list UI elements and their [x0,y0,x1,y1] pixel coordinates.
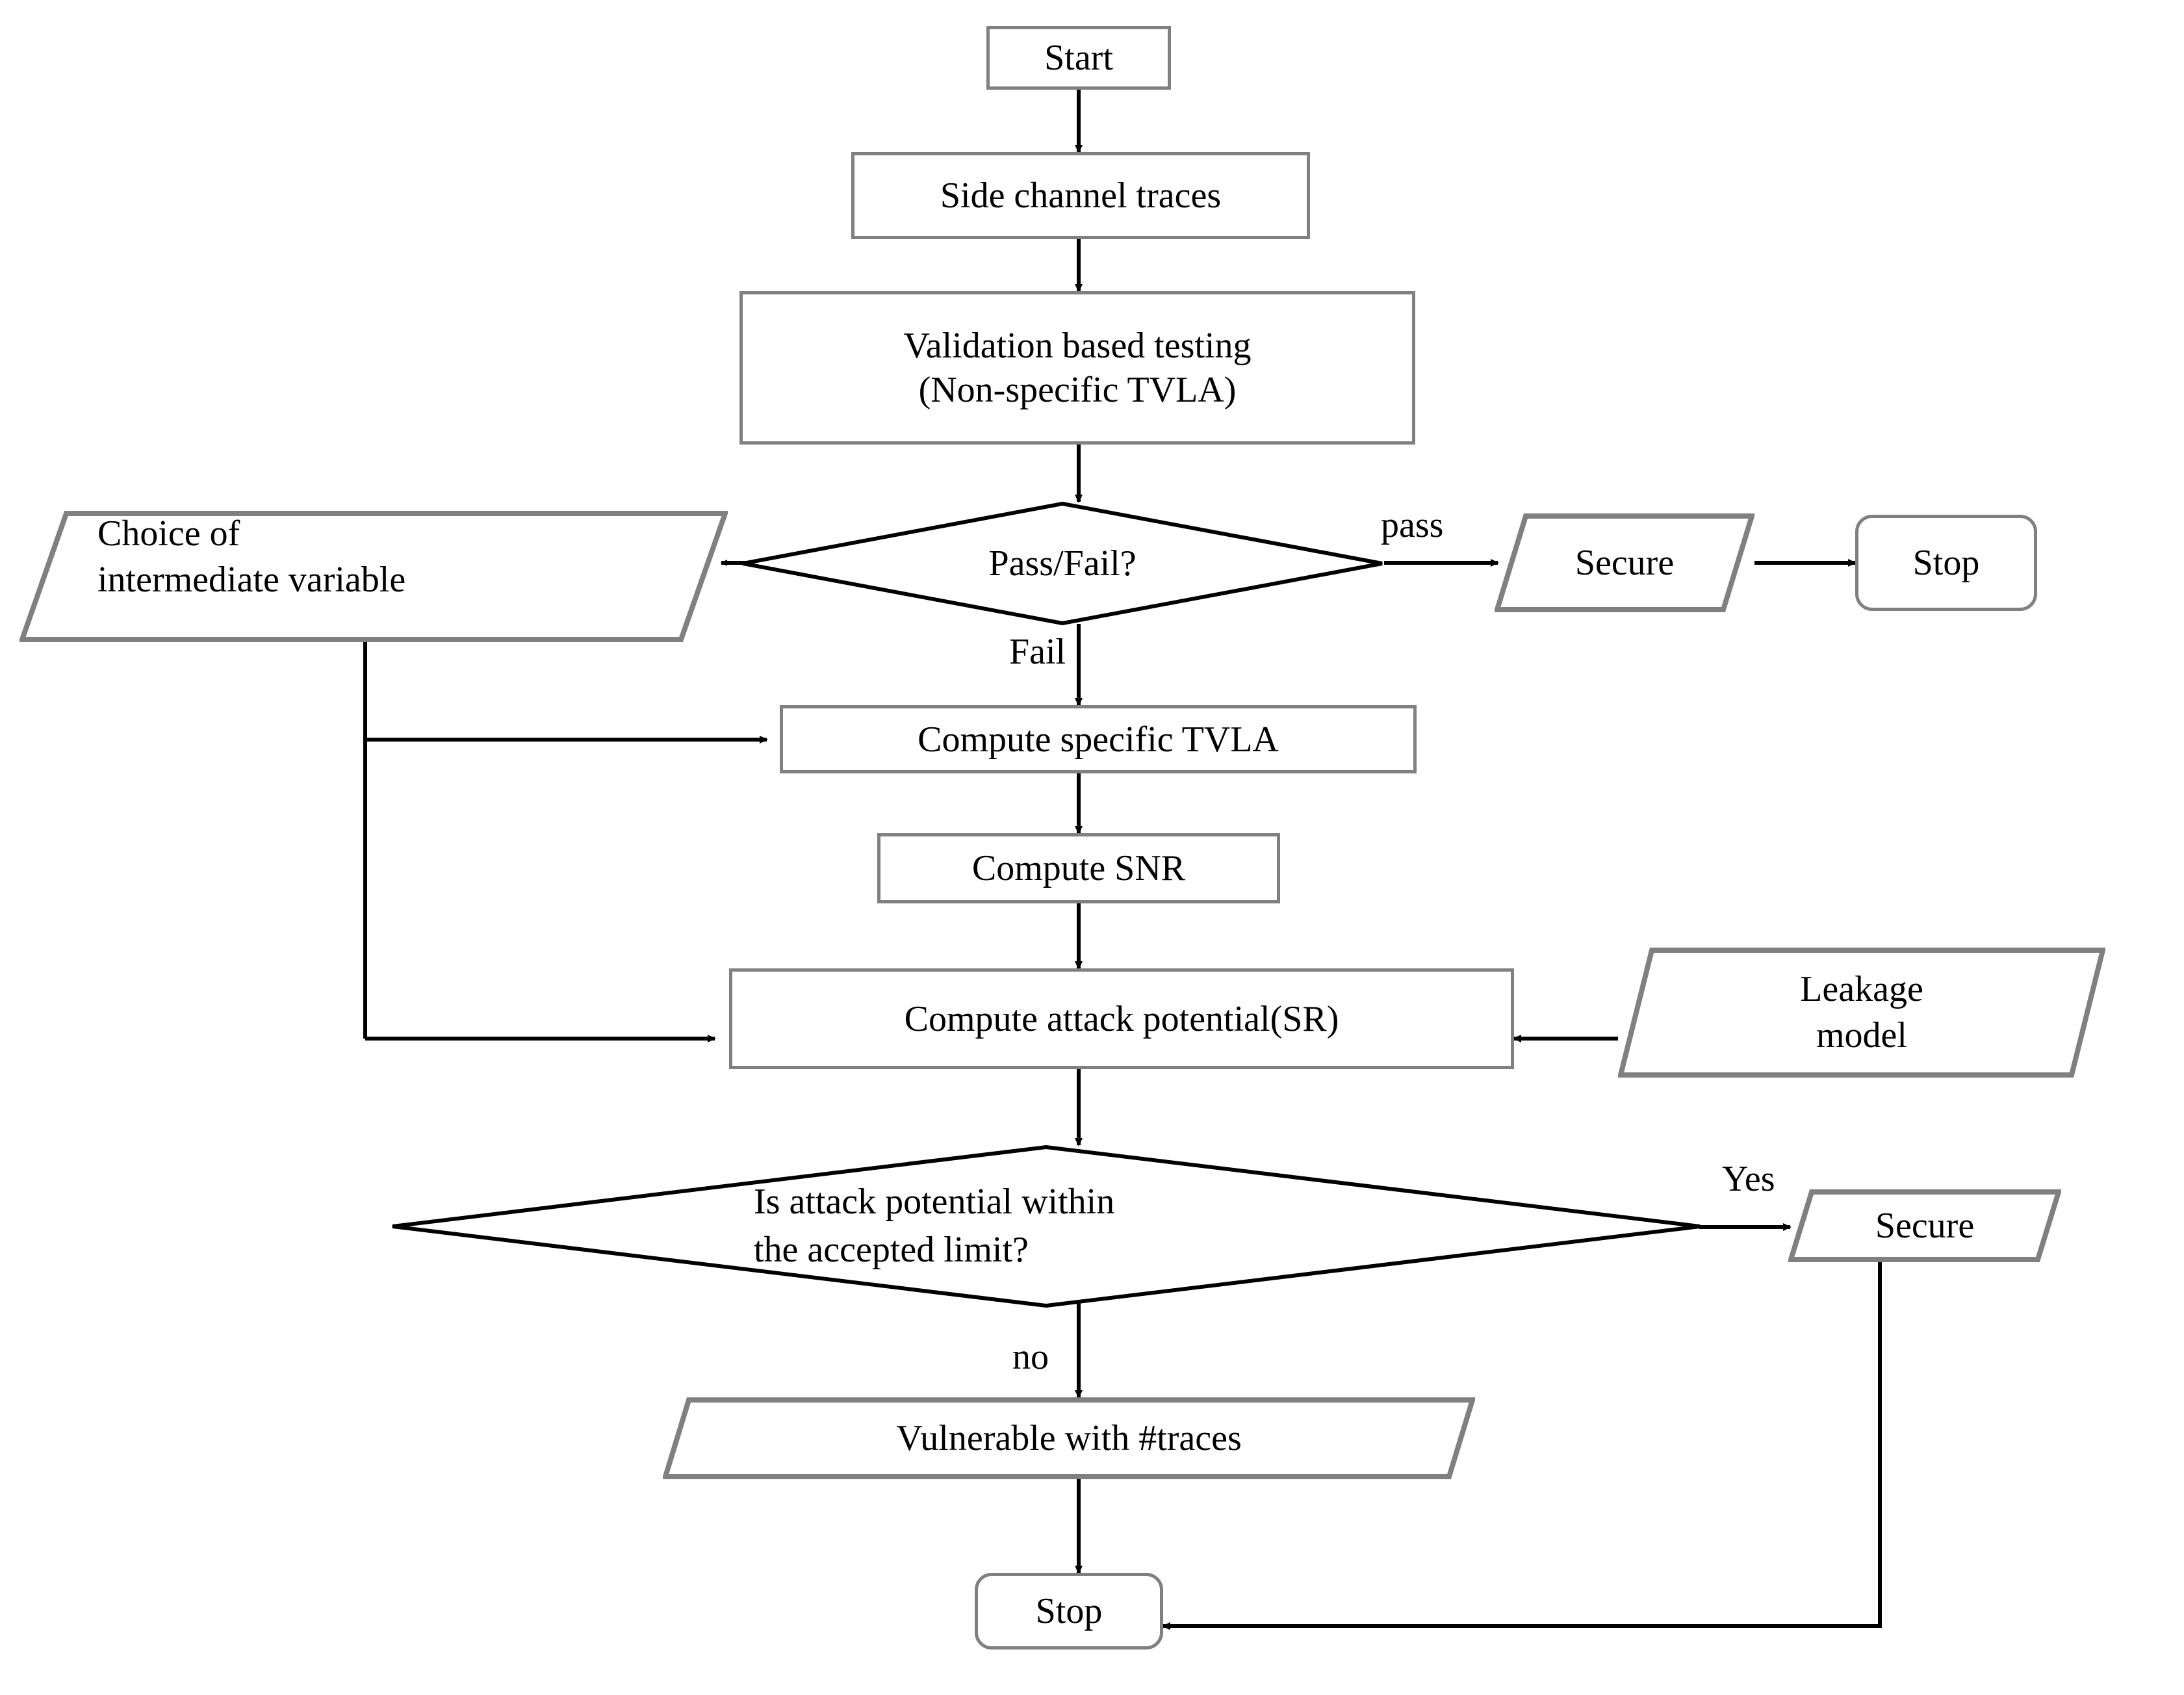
node-limit-question-line1: Is attack potential within [754,1182,1115,1223]
node-compute-specific-tvla-label: Compute specific TVLA [918,719,1279,760]
vulnerable-parallelogram-outline [663,1397,1475,1479]
node-choice-line2: intermediate variable [97,559,406,600]
node-validation-line2: (Non-specific TVLA) [918,370,1237,410]
node-stop-top[interactable]: Stop [1855,515,2037,611]
node-vulnerable-label-wrap: Vulnerable with #traces [663,1397,1475,1479]
choice-parallelogram-outline [19,511,728,642]
node-start[interactable]: Start [986,26,1171,90]
node-choice-line1: Choice of [97,513,240,554]
node-limit-question-label-wrap: Is attack potential within the accepted … [390,1145,1702,1308]
node-pass-fail-label-wrap: Pass/Fail? [741,502,1384,625]
node-stop-bottom-label: Stop [1035,1591,1103,1631]
node-side-channel-traces[interactable]: Side channel traces [851,152,1310,239]
secure-bottom-parallelogram-outline [1788,1189,2061,1262]
pass-fail-diamond-outline [742,502,1383,625]
node-attack-potential-limit-decision[interactable]: Is attack potential within the accepted … [390,1145,1702,1308]
node-compute-snr-label: Compute SNR [971,848,1186,888]
node-pass-fail-label: Pass/Fail? [988,543,1137,584]
node-stop-top-label: Stop [1912,543,1980,583]
node-limit-question-line2: the accepted limit? [754,1230,1029,1270]
limit-question-diamond-outline [392,1145,1701,1308]
node-choice-intermediate-variable[interactable]: Choice of intermediate variable [19,511,728,642]
node-validation-line1: Validation based testing [903,325,1252,366]
node-compute-attack-potential-label: Compute attack potential(SR) [904,998,1339,1039]
node-secure-top[interactable]: Secure [1495,513,1754,612]
node-start-label: Start [1044,38,1113,78]
edge-label-no: no [1012,1337,1049,1377]
node-leakage-model-line1: Leakage [1800,969,1923,1010]
node-compute-snr[interactable]: Compute SNR [877,833,1280,903]
secure-top-parallelogram-outline [1495,513,1754,612]
node-secure-bottom-label: Secure [1875,1206,1975,1246]
node-vulnerable-with-traces[interactable]: Vulnerable with #traces [663,1397,1475,1479]
node-side-channel-traces-label: Side channel traces [940,175,1222,216]
leakage-model-parallelogram-outline [1618,948,2105,1078]
edge-label-yes: Yes [1722,1159,1775,1199]
node-validation-based-testing[interactable]: Validation based testing (Non-specific T… [739,291,1415,445]
node-leakage-model-label-wrap: Leakage model [1618,948,2105,1078]
node-compute-specific-tvla[interactable]: Compute specific TVLA [780,705,1417,773]
node-secure-top-label-wrap: Secure [1495,513,1754,612]
node-secure-top-label: Secure [1574,543,1675,583]
edge-label-pass: pass [1381,505,1444,545]
node-pass-fail-decision[interactable]: Pass/Fail? [741,502,1384,625]
node-leakage-model[interactable]: Leakage model [1618,948,2105,1078]
node-stop-bottom[interactable]: Stop [975,1573,1163,1650]
node-choice-label-wrap: Choice of intermediate variable [19,511,728,642]
node-compute-attack-potential[interactable]: Compute attack potential(SR) [729,968,1514,1069]
edge-label-fail: Fail [1009,632,1066,672]
node-vulnerable-label: Vulnerable with #traces [896,1418,1242,1458]
node-secure-bottom[interactable]: Secure [1788,1189,2061,1262]
node-secure-bottom-label-wrap: Secure [1788,1189,2061,1262]
node-leakage-model-line2: model [1816,1015,1907,1055]
